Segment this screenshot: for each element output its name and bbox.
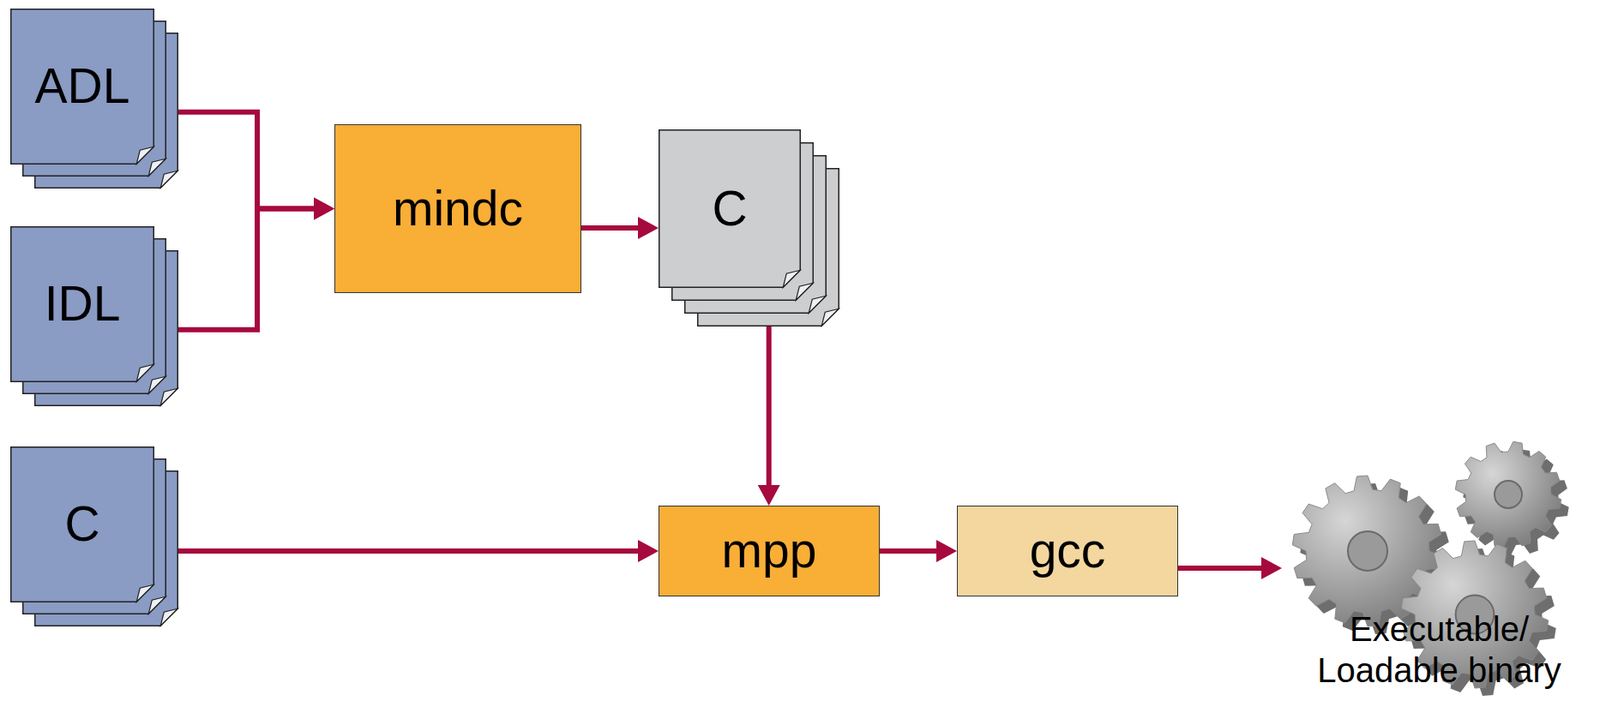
- flow-connector: [581, 216, 659, 240]
- page-curl: [148, 158, 166, 176]
- output-binary: Executable/ Loadable binary: [1281, 433, 1597, 704]
- page-curl: [160, 608, 178, 626]
- page-curl: [160, 388, 178, 406]
- document-stack: IDL: [10, 226, 179, 407]
- page-curl: [148, 376, 166, 394]
- node-label: C: [711, 180, 747, 238]
- node-label: IDL: [44, 276, 121, 333]
- gears-caption-area: Executable/ Loadable binary: [1281, 608, 1597, 692]
- page-text-area: ADL: [10, 8, 155, 165]
- arrowhead: [1261, 557, 1282, 580]
- document-stack: ADL: [10, 8, 179, 189]
- document-stack: C: [658, 129, 840, 327]
- document-page: [659, 130, 801, 289]
- arrowhead: [757, 485, 781, 506]
- process-box: mpp: [658, 505, 880, 597]
- document-page: [11, 227, 155, 383]
- connector-line: [1178, 565, 1262, 572]
- arrowhead: [637, 216, 659, 240]
- connector-line: [178, 112, 314, 210]
- connector-line: [178, 548, 638, 554]
- document-stack: C: [10, 446, 179, 627]
- process-box: gcc: [956, 505, 1179, 597]
- flow-connector: [178, 540, 659, 563]
- page-curl: [782, 270, 800, 288]
- node-label: mindc: [392, 180, 524, 238]
- arrowhead: [936, 540, 957, 563]
- gear-hub: [1494, 481, 1522, 509]
- page-curl: [808, 295, 826, 313]
- connector-line: [178, 209, 314, 331]
- flow-connector: [757, 326, 781, 506]
- page-text-area: C: [10, 446, 155, 603]
- node-label: mpp: [721, 523, 818, 580]
- page-curl: [136, 584, 154, 602]
- document-page: [11, 447, 155, 603]
- arrowhead: [313, 198, 335, 221]
- page-curl: [821, 308, 839, 326]
- node-label: C: [64, 496, 100, 554]
- document-page: [11, 9, 155, 165]
- document-stack-shape: [658, 129, 840, 327]
- connector-line: [766, 326, 772, 486]
- page-text-area: IDL: [10, 226, 155, 383]
- gear: [1455, 441, 1561, 548]
- page-curl: [160, 170, 178, 188]
- page-curl: [148, 596, 166, 614]
- gear-hub: [1347, 531, 1388, 572]
- node-label: Executable/ Loadable binary: [1298, 608, 1582, 692]
- connector-line: [581, 225, 638, 231]
- node-label: gcc: [1029, 523, 1107, 580]
- arrowhead: [313, 198, 335, 221]
- arrowhead: [637, 540, 659, 563]
- flow-connector: [178, 112, 335, 221]
- node-label: ADL: [35, 58, 131, 115]
- page-curl: [136, 146, 154, 164]
- page-curl: [795, 282, 813, 301]
- flow-connector: [879, 540, 957, 563]
- page-text-area: C: [658, 129, 801, 289]
- connector-line: [879, 548, 937, 554]
- page-curl: [136, 364, 154, 382]
- flow-connector: [1178, 557, 1282, 580]
- process-box: mindc: [334, 124, 582, 294]
- flow-connector: [178, 198, 335, 331]
